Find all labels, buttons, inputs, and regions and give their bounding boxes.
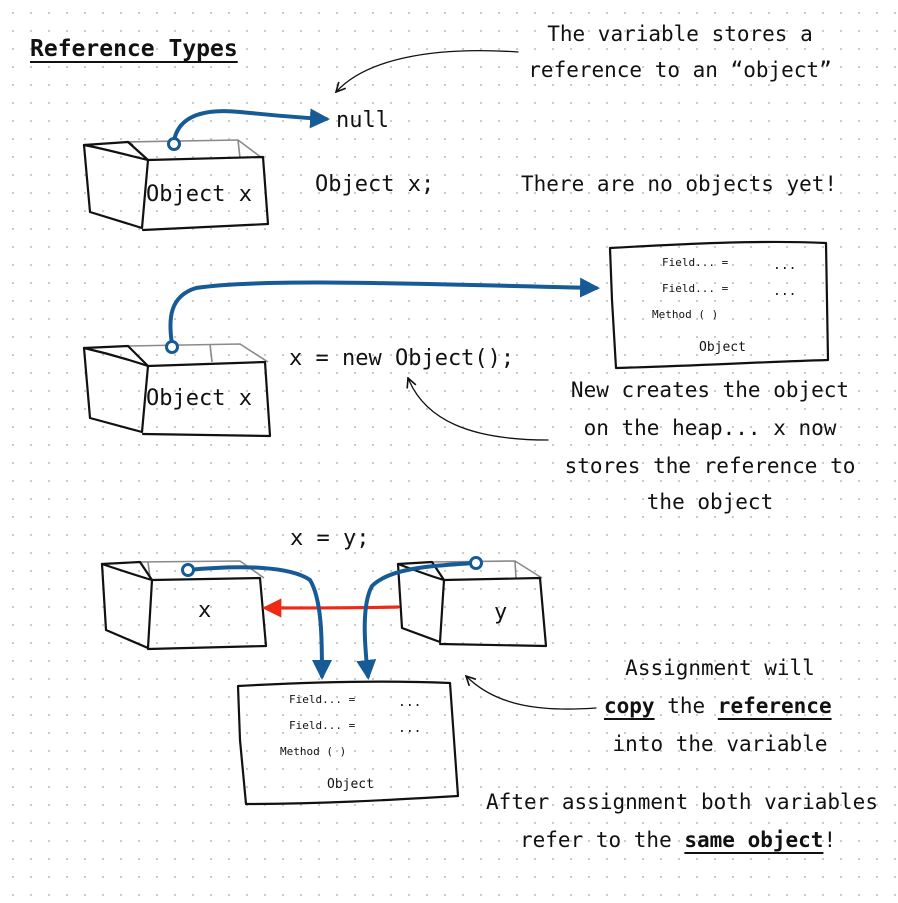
- card1-caption: Object: [699, 340, 746, 355]
- card2-field2: Field... =: [289, 719, 356, 732]
- note-assign-the: the: [654, 694, 718, 718]
- card2-value2: ...: [398, 721, 422, 736]
- box1-label: Object x: [146, 182, 252, 207]
- reference-arrow-y: [356, 561, 476, 680]
- annotation-arrow-assign: [466, 676, 597, 710]
- box-y-label: y: [494, 600, 508, 625]
- reference-arrow-null: [172, 108, 330, 143]
- note-variable-line2: reference to an “object”: [528, 58, 832, 82]
- note-assign-line2: copy the reference: [604, 696, 832, 717]
- card2-field1: Field... =: [289, 693, 356, 706]
- note-after-suffix: !: [823, 828, 837, 852]
- reference-dot-x: [181, 563, 195, 577]
- note-new-line3: stores the reference to: [564, 454, 856, 478]
- reference-arrow-new: [168, 277, 600, 346]
- code-assign: x = y;: [290, 526, 370, 551]
- card1-field2: Field... =: [662, 282, 729, 295]
- note-new-line2: on the heap... x now: [583, 416, 837, 440]
- null-label: null: [336, 108, 389, 133]
- reference-arrow-x: [186, 565, 332, 680]
- variable-box-declare: [82, 139, 270, 232]
- card1-method: Method ( ): [652, 308, 719, 321]
- variable-box-y: [396, 560, 548, 648]
- note-after-prefix: refer to the: [520, 828, 685, 852]
- card1-value2: ...: [773, 284, 797, 299]
- box-x-label: x: [198, 598, 212, 623]
- note-variable-line1: The variable stores a: [547, 22, 813, 46]
- card2-caption: Object: [327, 777, 374, 792]
- note-no-objects: There are no objects yet!: [521, 172, 838, 196]
- object-card-1: [608, 240, 830, 370]
- code-new: x = new Object();: [289, 346, 515, 371]
- code-declare: Object x;: [315, 172, 435, 197]
- card1-value1: ...: [773, 258, 797, 273]
- annotation-arrow-new: [408, 378, 549, 441]
- card1-field1: Field... =: [662, 256, 729, 269]
- note-after-line2: refer to the same object!: [520, 830, 836, 851]
- object-card-2: [236, 680, 460, 806]
- note-assign-copy: copy: [604, 694, 655, 718]
- note-after-line1: After assignment both variables: [486, 790, 878, 814]
- reference-dot-2: [165, 340, 179, 354]
- box2-label: Object x: [146, 386, 252, 411]
- copy-arrow: [262, 598, 400, 618]
- page-title: Reference Types: [30, 36, 238, 62]
- note-assign-line1: Assignment will: [625, 656, 815, 680]
- card2-value1: ...: [398, 695, 422, 710]
- reference-dot-1: [167, 137, 181, 151]
- card2-method: Method ( ): [280, 745, 347, 758]
- note-new-line1: New creates the object: [570, 378, 850, 402]
- note-assign-line3: into the variable: [612, 732, 828, 756]
- note-assign-reference: reference: [717, 694, 832, 718]
- note-after-same: same object: [684, 828, 824, 852]
- note-new-line4: the object: [646, 490, 774, 514]
- reference-dot-y: [469, 556, 483, 570]
- annotation-arrow-variable: [336, 50, 519, 92]
